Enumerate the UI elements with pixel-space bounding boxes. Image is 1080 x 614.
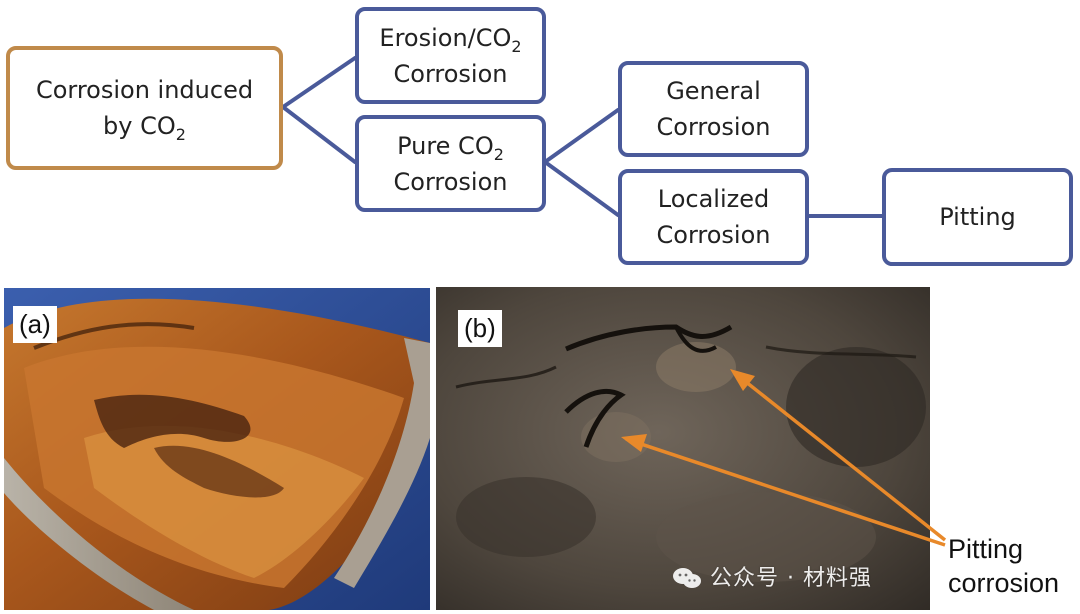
callout-pitting-corrosion: Pitting corrosion	[948, 532, 1059, 600]
node-root-line1: Corrosion induced	[35, 76, 254, 104]
watermark: 公众号 · 材料强	[672, 560, 872, 592]
connector-pure-general	[543, 108, 620, 164]
arrowhead-upper	[730, 369, 755, 391]
callout-line2: corrosion	[948, 568, 1060, 598]
diagram-connectors	[281, 56, 884, 218]
node-general-corrosion: General Corrosion	[618, 61, 809, 157]
arrow-to-pit-upper	[734, 372, 947, 542]
node-erosion-line2: Corrosion	[393, 59, 508, 88]
arrowhead-lower	[621, 434, 647, 452]
node-localized-line2: Corrosion	[656, 221, 771, 249]
connector-pure-localized	[543, 160, 620, 217]
node-localized-corrosion: Localized Corrosion	[618, 169, 809, 265]
node-pure-line2: Corrosion	[393, 167, 508, 196]
node-corrosion-induced-by-co2: Corrosion induced by CO2	[6, 46, 283, 170]
arrow-to-pit-lower	[625, 437, 946, 547]
node-general-line1: General	[666, 77, 761, 105]
node-pure-line1: Pure CO2	[397, 131, 504, 164]
connector-root-erosion	[281, 56, 357, 109]
photo-a-corroded-pipe: (a)	[4, 288, 430, 610]
node-pure-co2-corrosion: Pure CO2 Corrosion	[355, 115, 546, 212]
photo-a-label: (a)	[13, 306, 57, 343]
watermark-text: 公众号 · 材料强	[710, 566, 872, 591]
wechat-icon	[673, 568, 701, 588]
node-pitting: Pitting	[882, 168, 1073, 266]
callout-line1: Pitting	[948, 534, 1024, 564]
connector-root-pure	[281, 105, 357, 164]
node-erosion-line1: Erosion/CO2	[379, 23, 522, 56]
node-pitting-label: Pitting	[939, 203, 1016, 231]
node-localized-line1: Localized	[657, 185, 770, 213]
photo-a-illustration	[4, 288, 430, 610]
node-erosion-co2-corrosion: Erosion/CO2 Corrosion	[355, 7, 546, 104]
photo-b-pitted-surface: (b)	[436, 287, 930, 610]
photo-b-label: (b)	[458, 310, 502, 347]
node-general-line2: Corrosion	[656, 113, 771, 141]
node-root-line2: by CO2	[103, 112, 186, 144]
photo-b-illustration	[436, 287, 930, 610]
